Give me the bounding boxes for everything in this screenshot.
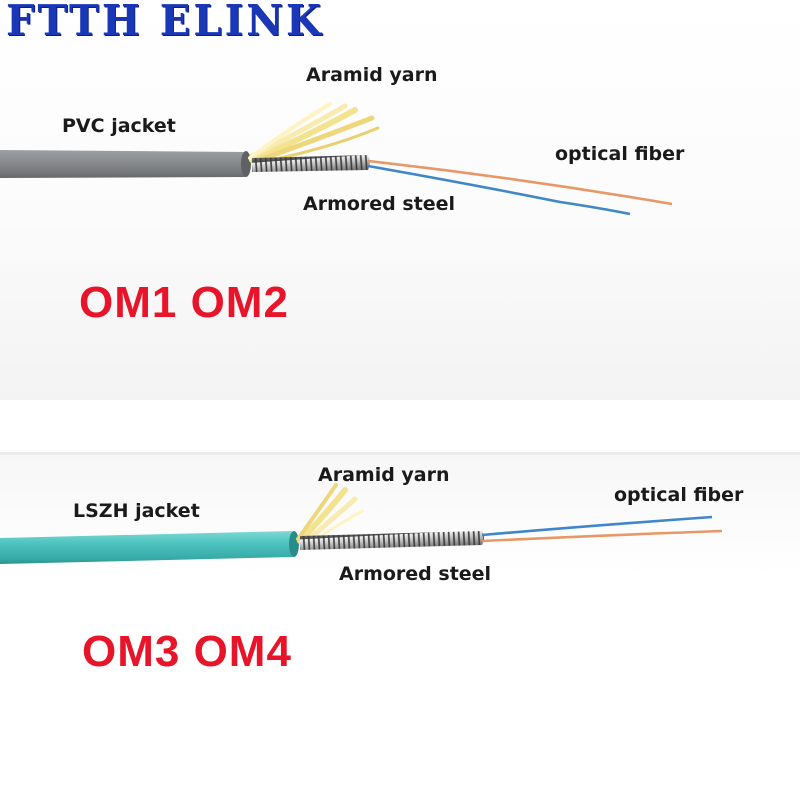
armored-steel xyxy=(252,155,370,172)
lszh-jacket xyxy=(0,531,297,564)
top-cable-illustration xyxy=(0,102,673,216)
bottom-cable-panel: LSZH jacket Aramid yarn optical fiber Ar… xyxy=(0,455,800,800)
bottom-fiber-label: optical fiber xyxy=(614,484,744,506)
pvc-jacket-label: PVC jacket xyxy=(62,115,176,137)
top-fiber-label: optical fiber xyxy=(555,143,685,165)
brand-logo: FTTH ELINK xyxy=(6,0,324,45)
top-steel-label: Armored steel xyxy=(303,193,456,215)
pvc-jacket xyxy=(0,150,249,178)
fiber-blue-bottom xyxy=(481,515,713,537)
bottom-cable-illustration xyxy=(0,483,723,564)
fiber-orange-bottom xyxy=(481,529,723,543)
bottom-grade-label: OM3 OM4 xyxy=(82,627,292,676)
lszh-jacket-label: LSZH jacket xyxy=(73,500,200,522)
fiber-orange xyxy=(367,159,673,206)
armored-steel-bottom xyxy=(300,531,484,550)
top-aramid-label: Aramid yarn xyxy=(306,64,438,86)
panel-divider xyxy=(0,452,800,455)
bottom-steel-label: Armored steel xyxy=(339,563,492,585)
bottom-aramid-label: Aramid yarn xyxy=(318,464,450,486)
top-cable-panel: FTTH ELINK PVC jacket Aramid yarn optica… xyxy=(0,0,800,400)
top-grade-label: OM1 OM2 xyxy=(79,278,289,327)
aramid-yarn xyxy=(248,102,380,165)
fiber-blue xyxy=(367,164,631,216)
